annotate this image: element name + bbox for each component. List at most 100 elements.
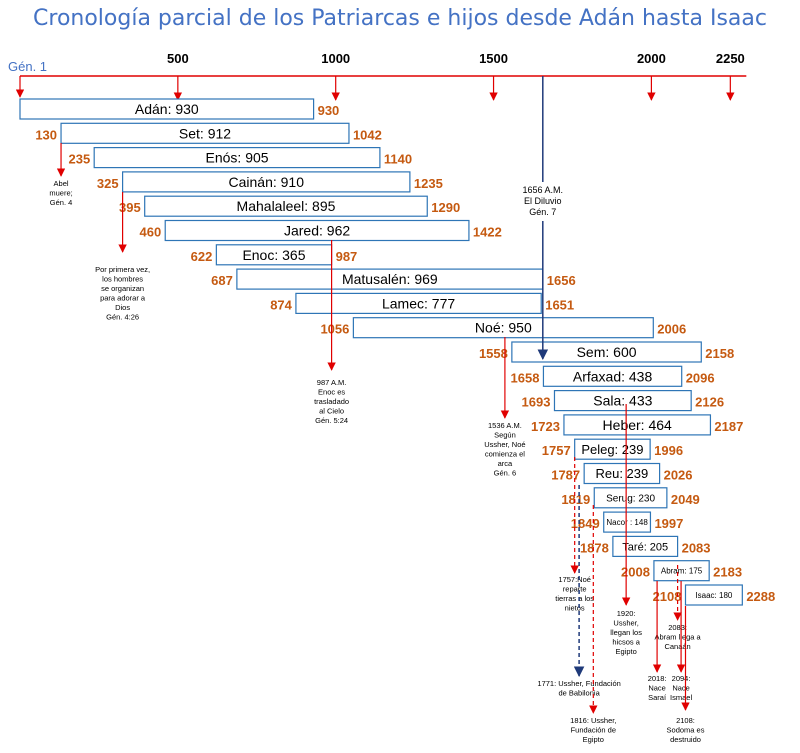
patriarch-label: Matusalén: 969 — [342, 271, 438, 287]
start-year-label: 1658 — [511, 370, 540, 385]
end-year-label: 2026 — [664, 468, 693, 483]
event-note-text: 1816: Ussher, — [570, 716, 616, 725]
event-note-text: Enoc es — [318, 388, 345, 397]
event-note-text: Abram llega a — [654, 633, 701, 642]
axis-tick-label: 2250 — [716, 51, 745, 66]
start-year-label: 1787 — [551, 468, 580, 483]
event-note-text: nietos — [565, 604, 585, 613]
patriarch-bar — [93, 147, 381, 169]
event-note-text: Sodoma es — [667, 726, 705, 735]
event-note-text: Gén. 4 — [50, 198, 73, 207]
event-note-text: arca — [498, 459, 513, 468]
patriarch-bar — [612, 535, 679, 558]
event-note-text: destruido — [670, 735, 701, 744]
event-note-text: para adorar a — [100, 294, 146, 303]
event-note-text: 1757:Noé — [558, 575, 591, 584]
start-year-label: 1723 — [531, 419, 560, 434]
start-year-label: 1819 — [561, 492, 590, 507]
patriarch-bar — [553, 390, 692, 412]
patriarch-label: Set: 912 — [179, 125, 231, 141]
start-year-label: 1558 — [479, 346, 508, 361]
event-note-text: Nace — [648, 684, 666, 693]
event-note-text: Ussher, Noé — [484, 440, 525, 449]
axis-tick-label: 500 — [167, 51, 189, 66]
patriarch-label: Mahalaleel: 895 — [237, 198, 336, 214]
patriarch-label: Enoc: 365 — [242, 247, 305, 263]
start-year-label: 460 — [140, 225, 162, 240]
event-note-text: Por primera vez, — [95, 265, 150, 274]
patriarch-bar — [583, 462, 661, 485]
event-note-text: 2108: — [676, 716, 695, 725]
event-note-text: reparte — [563, 585, 587, 594]
start-year-label: 1056 — [320, 322, 349, 337]
start-year-label: 1849 — [571, 516, 600, 531]
patriarch-label: Adán: 930 — [135, 101, 199, 117]
start-year-label: 1693 — [522, 395, 551, 410]
patriarch-bar — [684, 584, 743, 606]
event-note-text: comienza el — [485, 450, 525, 459]
event-note-text: de Babilonia — [558, 689, 600, 698]
event-note-text: al Cielo — [319, 407, 344, 416]
event-note-text: Gén. 7 — [529, 207, 556, 217]
event-note-text: Saraí — [648, 693, 667, 702]
patriarch-label: Jared: 962 — [284, 223, 350, 239]
event-note-text: 2083: — [668, 623, 687, 632]
patriarch-bar — [542, 365, 683, 387]
end-year-label: 1996 — [654, 443, 683, 458]
patriarch-label: Taré: 205 — [622, 541, 668, 553]
patriarch-bar — [574, 438, 651, 460]
event-note-text: 1920: — [617, 609, 636, 618]
patriarch-label: Heber: 464 — [603, 417, 672, 433]
axis-start-label: Gén. 1 — [8, 59, 47, 74]
patriarch-label: Lamec: 777 — [382, 295, 455, 311]
end-year-label: 2183 — [713, 565, 742, 580]
patriarch-label: Sem: 600 — [577, 344, 637, 360]
patriarch-label: Isaac: 180 — [695, 591, 732, 600]
end-year-label: 2158 — [705, 346, 734, 361]
event-note-text: Según — [494, 431, 516, 440]
event-note-text: 1771: Ussher, Fundación — [537, 679, 620, 688]
event-note-text: 2018: — [648, 674, 667, 683]
patriarch-label: Noé: 950 — [475, 320, 532, 336]
patriarch-bar — [603, 511, 652, 533]
event-note-text: Gén. 6 — [494, 469, 517, 478]
event-note-text: Gén. 4:26 — [106, 313, 139, 322]
patriarch-label: Serug: 230 — [606, 493, 655, 504]
end-year-label: 2006 — [657, 322, 686, 337]
event-note-text: tierras a los — [555, 594, 594, 603]
axis-tick-label: 1500 — [479, 51, 508, 66]
event-note-text: Abel — [54, 179, 69, 188]
end-year-label: 1422 — [473, 225, 502, 240]
patriarch-label: Abram: 175 — [661, 567, 703, 576]
end-year-label: 2096 — [686, 370, 715, 385]
event-note-text: 987 A.M. — [317, 378, 347, 387]
patriarch-label: Sala: 433 — [593, 393, 652, 409]
patriarch-bar — [511, 341, 702, 363]
end-year-label: 1140 — [384, 152, 412, 167]
end-year-label: 1290 — [431, 200, 460, 215]
start-year-label: 1757 — [542, 443, 571, 458]
page-title: Cronología parcial de los Patriarcas e h… — [33, 6, 767, 31]
start-year-label: 2108 — [653, 589, 682, 604]
patriarch-bar — [563, 414, 712, 436]
start-year-label: 622 — [191, 249, 213, 264]
end-year-label: 2288 — [746, 589, 775, 604]
patriarch-label: Enós: 905 — [206, 150, 269, 166]
patriarch-bar — [164, 219, 470, 242]
end-year-label: 2126 — [695, 395, 724, 410]
patriarch-bar — [144, 195, 428, 217]
event-note-text: Ussher, — [613, 619, 638, 628]
end-year-label: 1656 — [547, 273, 576, 288]
patriarch-label: Nacor : 148 — [606, 518, 648, 527]
event-note-text: 2094: — [672, 674, 691, 683]
event-note-text: Nace — [672, 684, 690, 693]
event-note-text: Egipto — [616, 647, 637, 656]
event-note-text: Canaán — [664, 642, 690, 651]
end-year-label: 1235 — [414, 176, 443, 191]
event-note-text: los hombres — [102, 275, 143, 284]
event-note-text: hicsos a — [612, 638, 640, 647]
patriarch-label: Cainán: 910 — [228, 174, 304, 190]
end-year-label: 2187 — [714, 419, 743, 434]
